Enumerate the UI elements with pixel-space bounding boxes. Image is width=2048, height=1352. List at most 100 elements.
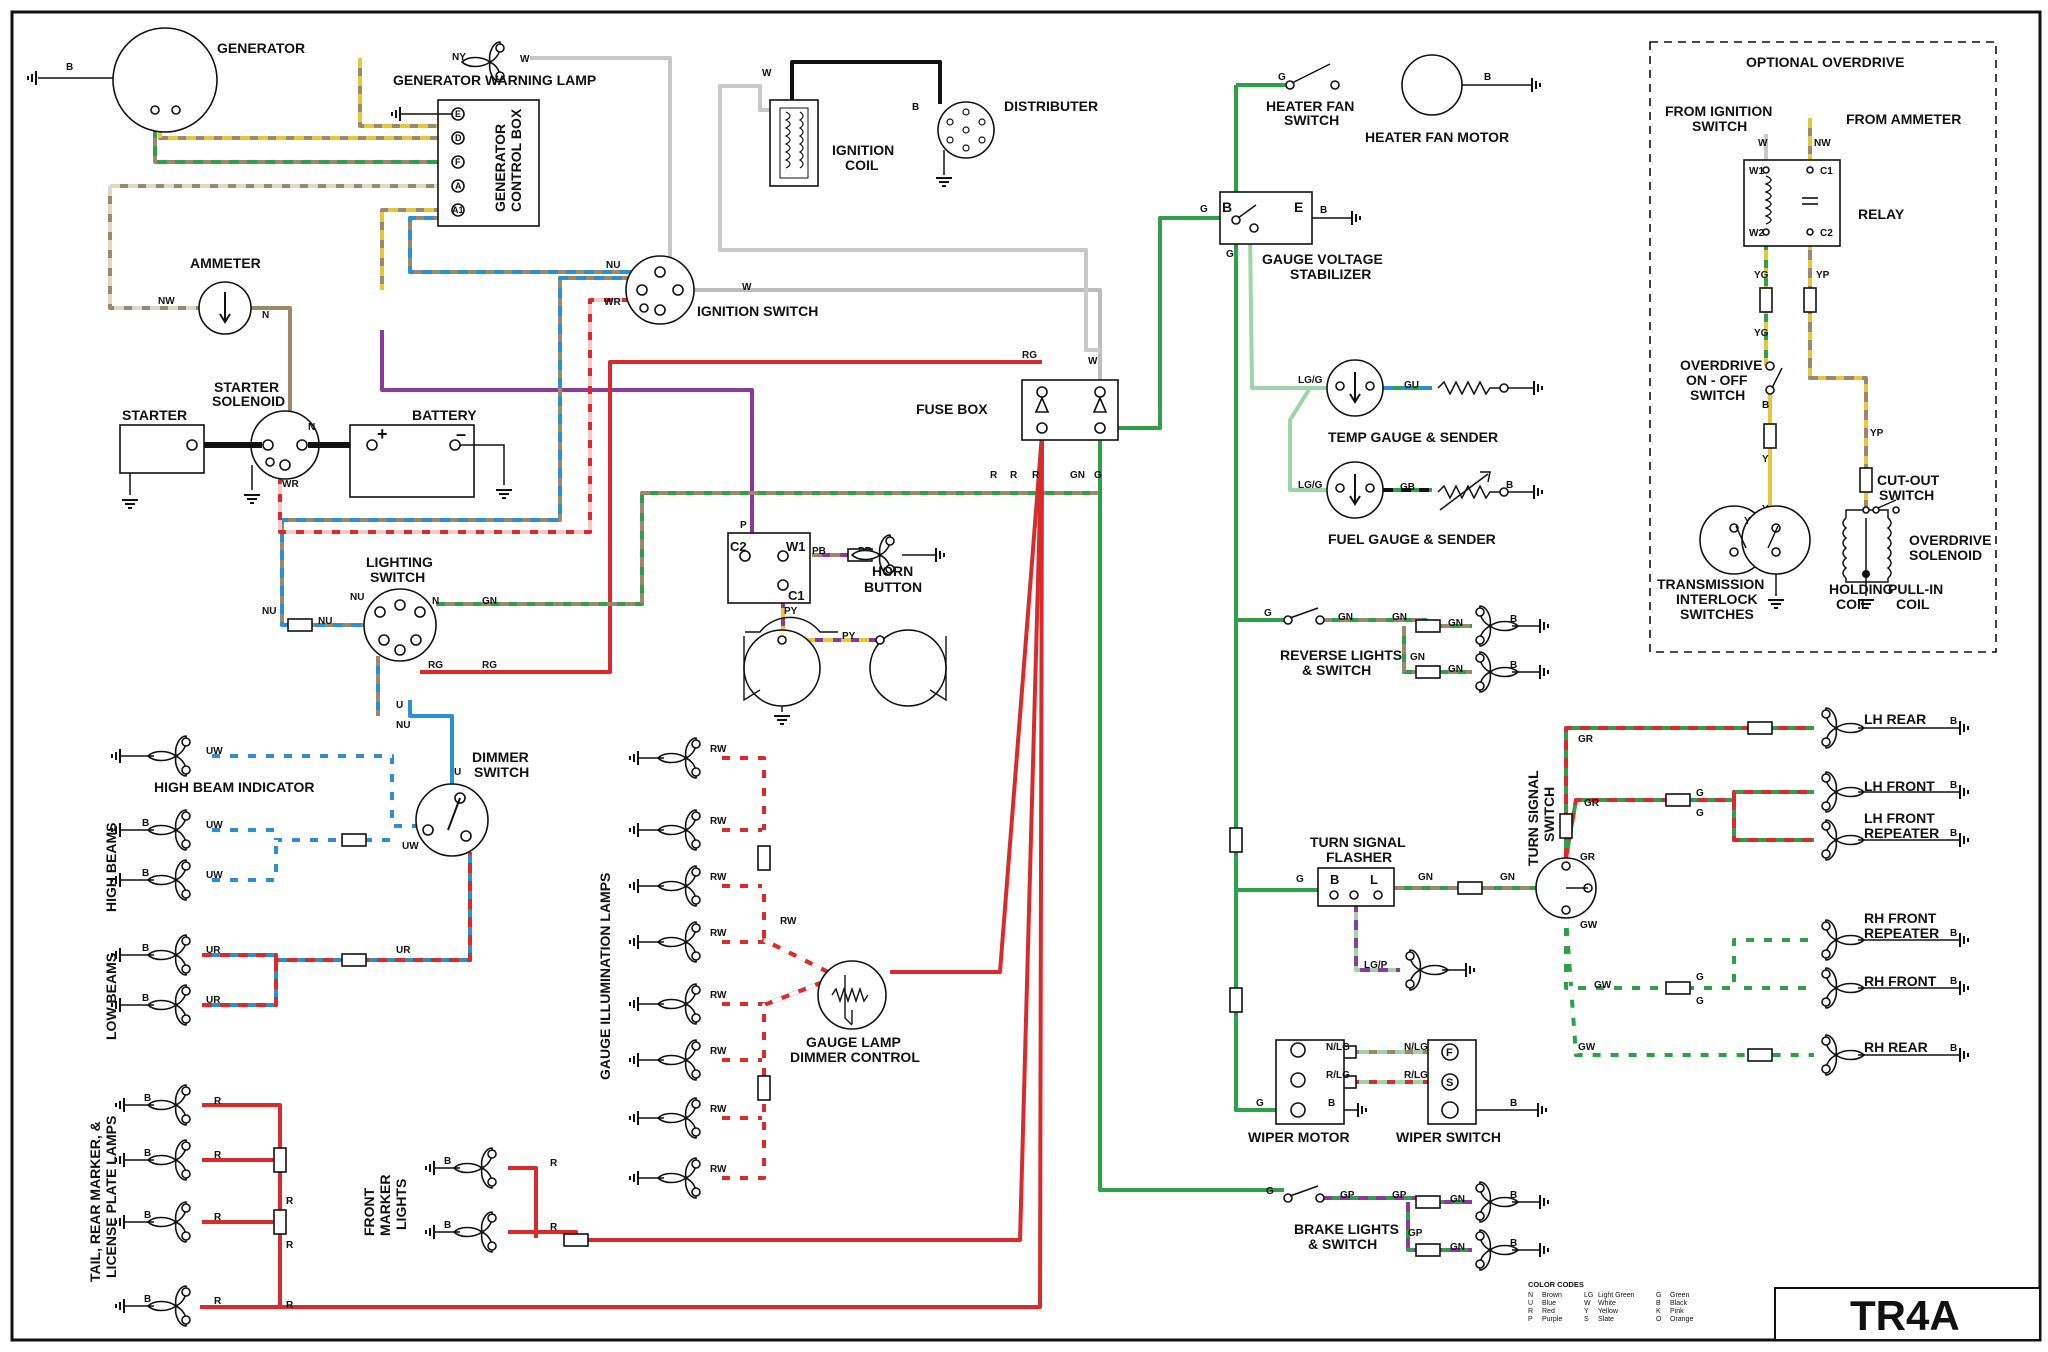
svg-text:SWITCH: SWITCH <box>1692 118 1747 134</box>
svg-text:WR: WR <box>604 297 621 308</box>
wire-rw-up <box>712 938 829 974</box>
wire-ur <box>202 852 472 1007</box>
svg-text:B: B <box>144 1148 151 1159</box>
svg-text:DIMMER CONTROL: DIMMER CONTROL <box>790 1049 920 1065</box>
wire-uw-hb <box>202 828 392 882</box>
svg-text:W1: W1 <box>786 539 806 554</box>
wires <box>108 56 1873 1309</box>
starter-solenoid: STARTER SOLENOID N WR <box>204 379 370 504</box>
svg-text:NU: NU <box>262 606 276 617</box>
svg-text:BUTTON: BUTTON <box>864 579 922 595</box>
svg-text:UW: UW <box>206 820 223 831</box>
svg-text:E: E <box>455 109 461 119</box>
svg-text:WR: WR <box>282 479 299 490</box>
svg-text:R: R <box>214 1150 222 1161</box>
svg-text:NU: NU <box>606 260 620 271</box>
svg-text:GENERATOR: GENERATOR <box>492 124 508 212</box>
svg-text:Y: Y <box>1584 1308 1589 1315</box>
svg-text:A: A <box>455 181 462 191</box>
svg-text:LG/G: LG/G <box>1298 480 1323 491</box>
svg-text:B: B <box>1222 199 1232 215</box>
wiper-motor: B G N/LG R/LG WIPER MOTOR <box>1248 1039 1367 1145</box>
wire-ny-lamp <box>358 58 452 128</box>
svg-text:B: B <box>1950 976 1957 987</box>
svg-text:BATTERY: BATTERY <box>412 407 477 423</box>
svg-text:& SWITCH: & SWITCH <box>1302 662 1371 678</box>
svg-text:RW: RW <box>710 744 727 755</box>
horn-button: HORN BUTTON <box>851 534 945 595</box>
svg-text:W: W <box>742 282 752 293</box>
svg-text:G: G <box>1656 1292 1661 1299</box>
svg-text:+: + <box>377 424 388 444</box>
svg-text:GN: GN <box>1450 1194 1465 1205</box>
svg-text:OVERDRIVE: OVERDRIVE <box>1909 532 1991 548</box>
svg-text:IGNITION: IGNITION <box>832 142 894 158</box>
svg-text:B: B <box>1328 1098 1335 1109</box>
svg-text:MARKER: MARKER <box>377 1175 393 1236</box>
svg-text:TEMP GAUGE & SENDER: TEMP GAUGE & SENDER <box>1328 429 1498 445</box>
gen-warning-lamp-label: GENERATOR WARNING LAMP <box>393 72 596 88</box>
svg-text:RW: RW <box>710 1164 727 1175</box>
svg-text:RW: RW <box>780 916 797 927</box>
svg-text:N: N <box>432 596 439 607</box>
svg-text:GU: GU <box>1404 380 1419 391</box>
svg-text:B: B <box>1950 716 1957 727</box>
svg-text:LH FRONT: LH FRONT <box>1864 778 1935 794</box>
svg-text:W1: W1 <box>1749 166 1764 177</box>
svg-text:C2: C2 <box>730 539 747 554</box>
brake-lights: G GP GP GP GN GN BB BRAKE LIGHTS & SWITC… <box>1266 1181 1549 1271</box>
svg-text:UW: UW <box>206 746 223 757</box>
svg-text:R: R <box>990 470 998 481</box>
svg-text:SWITCH: SWITCH <box>370 569 425 585</box>
svg-text:W: W <box>1088 356 1098 367</box>
gauge-lamp-dimmer: GAUGE LAMP DIMMER CONTROL <box>790 960 920 1065</box>
svg-text:LG/G: LG/G <box>1298 375 1323 386</box>
svg-text:Light Green: Light Green <box>1598 1292 1635 1299</box>
svg-text:B: B <box>1506 480 1513 491</box>
svg-text:Slate: Slate <box>1598 1316 1614 1323</box>
svg-text:STABILIZER: STABILIZER <box>1290 266 1371 282</box>
svg-text:RG: RG <box>428 660 443 671</box>
svg-text:FLASHER: FLASHER <box>1326 849 1392 865</box>
svg-text:R: R <box>1010 470 1018 481</box>
wire-g-stab <box>1100 216 1230 430</box>
gauge-lamp: RW <box>629 921 727 963</box>
svg-text:N: N <box>262 310 269 321</box>
wire-rw-dn <box>712 978 829 1180</box>
wire-rw-dn <box>712 978 829 1042</box>
svg-text:PY: PY <box>784 606 798 617</box>
svg-text:SWITCH: SWITCH <box>474 764 529 780</box>
svg-text:E: E <box>1294 199 1303 215</box>
svg-text:–: – <box>456 424 466 444</box>
svg-text:RELAY: RELAY <box>1858 206 1905 222</box>
svg-text:G: G <box>1256 1098 1264 1109</box>
wire-uw-ind <box>202 754 422 828</box>
svg-text:Y: Y <box>1762 454 1769 465</box>
turn-lamp: B <box>1821 819 1969 861</box>
svg-text:Purple: Purple <box>1542 1316 1562 1323</box>
svg-text:Y: Y <box>1744 516 1751 527</box>
svg-text:GP: GP <box>1340 1190 1355 1201</box>
page-border <box>10 10 2042 1342</box>
svg-text:RW: RW <box>710 928 727 939</box>
svg-text:C1: C1 <box>788 588 805 603</box>
svg-text:R: R <box>214 1296 222 1307</box>
svg-text:COIL: COIL <box>845 157 879 173</box>
svg-text:F: F <box>455 157 461 167</box>
svg-text:N/LG: N/LG <box>1326 1042 1350 1053</box>
high-beam-indicator: UW HIGH BEAM INDICATOR <box>111 735 314 795</box>
svg-text:Blue: Blue <box>1542 1300 1556 1307</box>
svg-text:GAUGE ILLUMINATION LAMPS: GAUGE ILLUMINATION LAMPS <box>597 873 613 1080</box>
fuel-gauge: LG/G GB B FUEL GAUGE & SENDER <box>1298 461 1543 547</box>
svg-text:AMMETER: AMMETER <box>190 255 261 271</box>
wiper-switch: F S B N/LG R/LG WIPER SWITCH <box>1396 1039 1547 1145</box>
svg-text:SWITCH: SWITCH <box>1284 112 1339 128</box>
svg-text:OPTIONAL OVERDRIVE: OPTIONAL OVERDRIVE <box>1746 54 1904 70</box>
svg-text:GB: GB <box>1400 482 1415 493</box>
wire-u <box>408 700 454 786</box>
svg-text:CUT-OUT: CUT-OUT <box>1877 472 1940 488</box>
svg-text:PB: PB <box>812 546 826 557</box>
